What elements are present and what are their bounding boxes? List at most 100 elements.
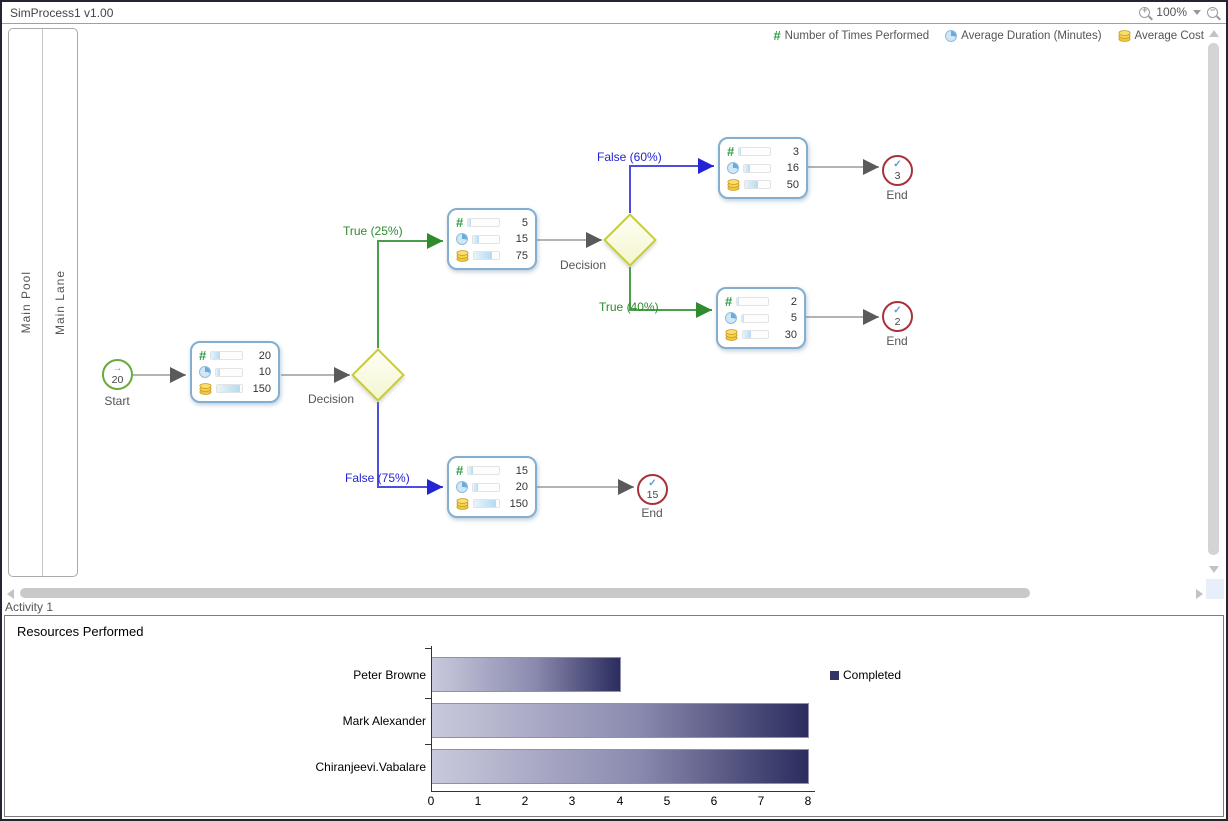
x-tick: 8 [804,794,812,808]
arrow-icon [113,364,123,374]
start-label: Start [104,394,130,408]
clock-icon [945,29,958,42]
hash-icon [456,217,463,229]
category-label: Chiranjeevi.Vabalare [315,760,426,774]
clock-icon [456,233,468,245]
x-axis [431,791,815,792]
scroll-down-arrow[interactable] [1209,566,1219,573]
zoom-controls: + 100% − [1139,5,1218,19]
coins-icon [725,329,738,341]
stat-value: 75 [515,249,528,262]
end2-count: 2 [894,315,901,328]
legend-times-label: Number of Times Performed [784,29,930,42]
stat-times: 2 [725,294,797,309]
coins-icon [1118,30,1131,42]
stat-times: 20 [199,348,271,363]
end-node-1[interactable]: 3 [882,155,913,186]
stat-value: 3 [792,145,799,158]
coins-icon [456,498,469,510]
horizontal-scrollbar[interactable] [2,585,1226,601]
zoom-dropdown-arrow[interactable] [1193,9,1201,15]
stat-value: 5 [521,216,528,229]
start-node[interactable]: 20 [102,359,133,390]
stat-bar [210,351,243,360]
stat-value: 16 [786,162,799,174]
stat-duration: 15 [456,232,528,247]
horizontal-scroll-thumb[interactable] [20,588,1030,598]
activity-node-1[interactable]: 20 10 150 [190,341,280,403]
stat-times: 5 [456,215,528,230]
x-tick: 4 [616,794,624,808]
zoom-in-icon[interactable]: + [1139,5,1151,18]
end-node-3[interactable]: 15 [637,474,668,505]
stat-cost: 150 [456,496,528,511]
end1-count: 3 [894,169,901,182]
stat-bar [736,297,769,306]
stat-times: 15 [456,463,528,478]
y-axis [431,646,432,791]
scroll-right-arrow[interactable] [1196,589,1203,599]
activity-node-3[interactable]: 3 16 50 [718,137,808,199]
edge-label-true40: True (40%) [599,300,659,314]
stat-value: 20 [258,349,271,362]
stat-times: 3 [727,144,799,159]
stat-value: 150 [509,497,528,510]
legend-cost: Average Cost [1118,29,1204,42]
vertical-scrollbar[interactable] [1206,28,1221,578]
main-pool: Main Pool Main Lane [8,28,78,577]
vertical-scroll-thumb[interactable] [1208,43,1219,555]
legend-duration: Average Duration (Minutes) [945,29,1102,42]
window-title: SimProcess1 v1.00 [10,6,114,20]
lane-strip: Main Lane [43,29,77,576]
scrollbar-corner [1206,579,1224,599]
end-node-2[interactable]: 2 [882,301,913,332]
clock-icon [199,366,211,378]
stat-value: 30 [784,328,797,341]
scroll-left-arrow[interactable] [7,589,14,599]
activity-node-5[interactable]: 15 20 150 [447,456,537,518]
end1-label: End [886,188,908,202]
activity-node-4[interactable]: 2 5 30 [716,287,806,349]
hash-icon [725,296,732,308]
stat-value: 50 [786,178,799,191]
clock-icon [456,481,468,493]
scroll-up-arrow[interactable] [1209,30,1219,37]
pool-strip: Main Pool [9,29,44,576]
stat-duration: 20 [456,480,528,495]
stat-cost: 30 [725,327,797,342]
x-tick: 0 [427,794,435,808]
activity-node-2[interactable]: 5 15 75 [447,208,537,270]
hash-icon [727,146,734,158]
coins-icon [727,179,740,191]
bar-chiranjeevi-vabalare [432,749,809,784]
stat-value: 150 [252,382,271,395]
y-axis-tick [425,648,431,649]
activity-tab-label: Activity 1 [5,600,54,614]
stat-value: 2 [790,295,797,308]
stat-bar [744,180,771,189]
x-tick: 1 [474,794,482,808]
edge-label-true25: True (25%) [343,224,403,238]
pool-label: Main Pool [18,271,33,334]
bar-peter-browne [432,657,621,692]
check-icon [648,479,656,489]
stat-value: 15 [515,233,528,245]
stat-duration: 10 [199,365,271,380]
stat-duration: 5 [725,311,797,326]
decision2-label: Decision [559,258,607,272]
clock-icon [725,312,737,324]
zoom-out-icon[interactable]: − [1207,5,1218,18]
x-tick: 7 [757,794,765,808]
zoom-level[interactable]: 100% [1156,5,1187,19]
stat-cost: 50 [727,177,799,192]
y-axis-tick [425,698,431,699]
hash-icon [773,30,780,42]
stat-bar [738,147,771,156]
stat-bar [743,163,771,173]
hash-icon [199,350,206,362]
hash-icon [456,465,463,477]
stat-value: 15 [515,464,528,477]
stat-value: 5 [790,312,797,324]
check-icon [893,160,901,170]
